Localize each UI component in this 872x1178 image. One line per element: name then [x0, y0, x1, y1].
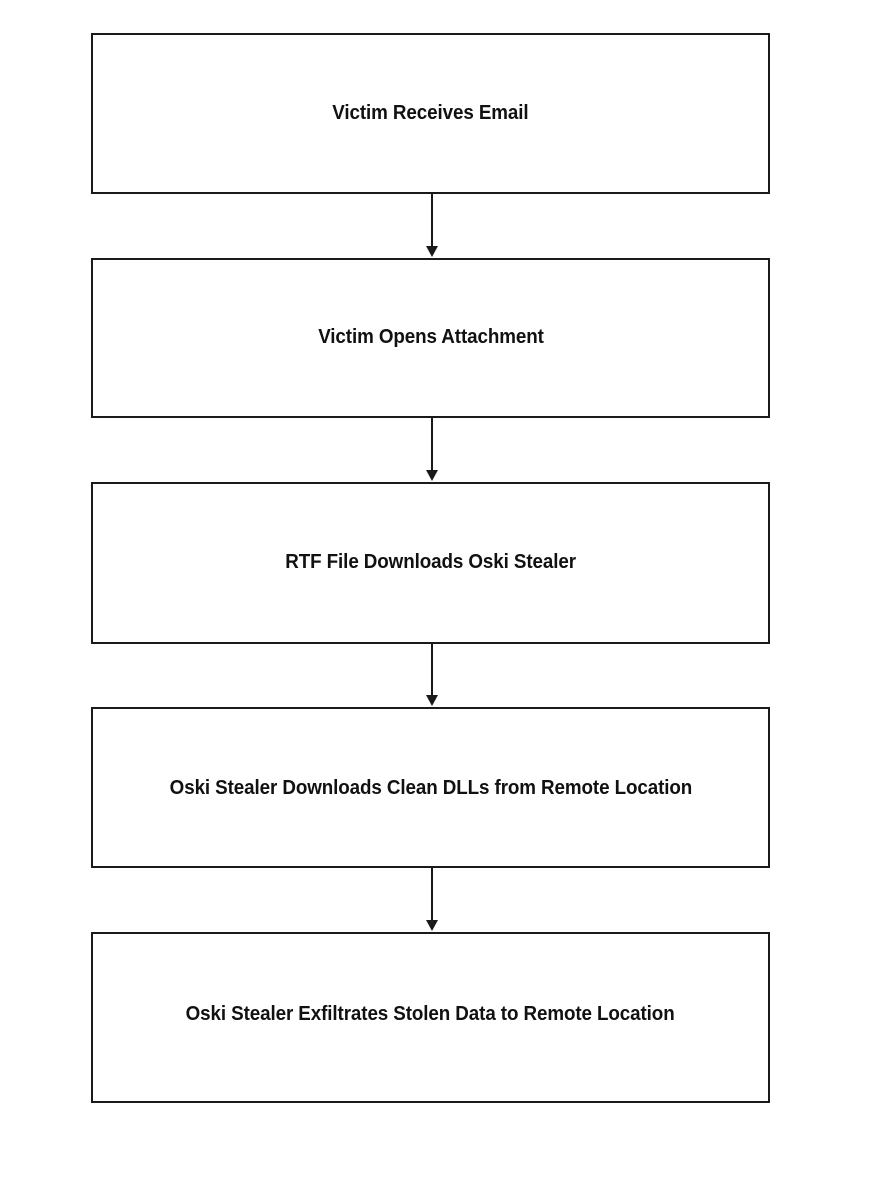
flowchart-node-rtf-file-downloads-oski-stealer[interactable]: RTF File Downloads Oski Stealer	[91, 482, 770, 644]
connector-arrow-node2-to-node3	[426, 644, 438, 707]
flowchart-node-victim-receives-email[interactable]: Victim Receives Email	[91, 33, 770, 194]
arrowhead-down-icon	[426, 246, 438, 257]
connector-arrow-node1-to-node2	[426, 418, 438, 482]
node-label: Victim Opens Attachment	[317, 326, 544, 348]
arrowhead-down-icon	[426, 470, 438, 481]
node-label: Victim Receives Email	[332, 101, 529, 124]
arrowhead-down-icon	[426, 920, 438, 931]
connector-arrow-node0-to-node1	[426, 194, 438, 258]
connector-shaft	[431, 644, 433, 697]
node-label: Oski Stealer Exfiltrates Stolen Data to …	[185, 1002, 675, 1025]
connector-arrow-node3-to-node4	[426, 868, 438, 932]
node-label: RTF File Downloads Oski Stealer	[285, 551, 576, 573]
connector-shaft	[431, 194, 433, 248]
connector-shaft	[431, 868, 433, 922]
flowchart-node-oski-stealer-downloads-clean-dlls[interactable]: Oski Stealer Downloads Clean DLLs from R…	[91, 707, 770, 868]
node-label: Oski Stealer Downloads Clean DLLs from R…	[169, 776, 692, 799]
flowchart-node-oski-stealer-exfiltrates-stolen-data[interactable]: Oski Stealer Exfiltrates Stolen Data to …	[91, 932, 770, 1103]
connector-shaft	[431, 418, 433, 472]
flowchart-node-victim-opens-attachment[interactable]: Victim Opens Attachment	[91, 258, 770, 418]
arrowhead-down-icon	[426, 695, 438, 706]
